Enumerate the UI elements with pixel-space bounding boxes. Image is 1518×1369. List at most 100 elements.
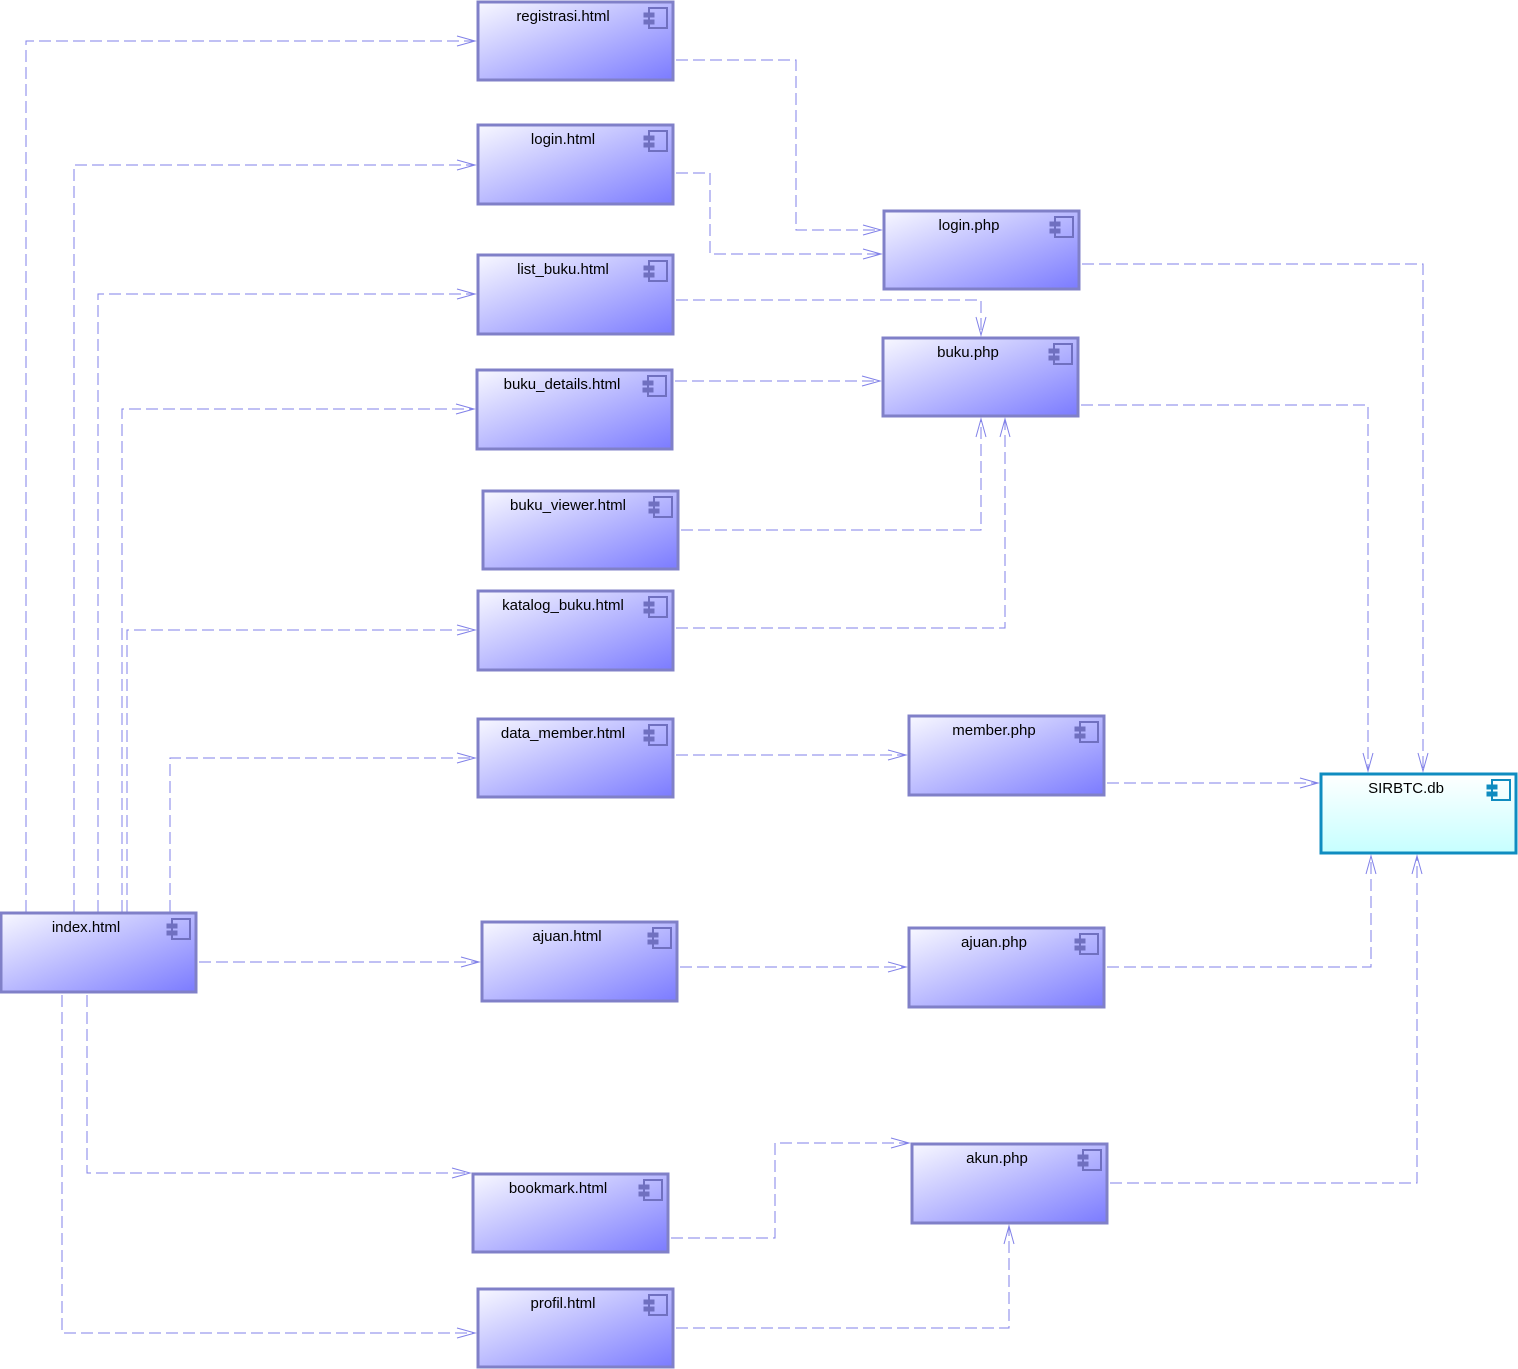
open-arrowhead-icon bbox=[975, 417, 987, 438]
open-arrowhead-icon bbox=[455, 403, 476, 415]
component-buku-details[interactable]: buku_details.html bbox=[475, 368, 674, 451]
component-icon bbox=[643, 130, 668, 152]
component-katalog-buku[interactable]: katalog_buku.html bbox=[476, 589, 675, 672]
dependency-line bbox=[121, 408, 474, 912]
component-label: ajuan.html bbox=[532, 928, 601, 945]
component-profil[interactable]: profil.html bbox=[476, 1287, 675, 1369]
dependency-index-to-katalog_buku bbox=[126, 624, 477, 912]
open-arrowhead-icon bbox=[862, 248, 883, 260]
component-login-html[interactable]: login.html bbox=[476, 123, 675, 206]
dependency-index-to-login_html bbox=[73, 159, 477, 912]
dependency-line bbox=[676, 172, 881, 255]
dependency-line bbox=[169, 757, 475, 912]
open-arrowhead-icon bbox=[456, 1327, 477, 1339]
dependency-line bbox=[676, 299, 982, 335]
component-index[interactable]: index.html bbox=[0, 911, 198, 994]
component-box bbox=[471, 1172, 670, 1254]
dependency-layer bbox=[25, 35, 1429, 1339]
dependency-line bbox=[1107, 856, 1372, 968]
component-icon bbox=[643, 724, 668, 746]
component-box bbox=[881, 336, 1080, 418]
dependency-line bbox=[25, 40, 475, 912]
dependency-index-to-ajuan_html bbox=[199, 956, 481, 968]
dependency-profil-to-akun_php bbox=[676, 1224, 1015, 1329]
component-akun-php[interactable]: akun.php bbox=[910, 1142, 1109, 1225]
open-arrowhead-icon bbox=[1299, 777, 1320, 789]
open-arrowhead-icon bbox=[887, 961, 908, 973]
open-arrowhead-icon bbox=[456, 288, 477, 300]
component-icon bbox=[647, 927, 672, 949]
open-arrowhead-icon bbox=[975, 316, 987, 337]
dependency-line bbox=[126, 629, 475, 912]
dependency-buku_details-to-buku_php bbox=[675, 375, 882, 387]
component-box bbox=[476, 0, 675, 82]
component-icon bbox=[1486, 779, 1511, 801]
dependency-akun_php-to-db bbox=[1110, 854, 1423, 1184]
dependency-line bbox=[681, 419, 982, 531]
open-arrowhead-icon bbox=[887, 749, 908, 761]
component-icon bbox=[1048, 343, 1073, 365]
open-arrowhead-icon bbox=[1365, 854, 1377, 875]
component-box bbox=[481, 489, 680, 571]
component-box bbox=[882, 209, 1081, 291]
open-arrowhead-icon bbox=[1003, 1224, 1015, 1245]
component-db[interactable]: SIRBTC.db bbox=[1319, 772, 1518, 855]
dependency-index-to-registrasi bbox=[25, 35, 477, 912]
dependency-data_member-to-member_php bbox=[676, 749, 908, 761]
component-label: login.html bbox=[531, 131, 595, 148]
component-ajuan-html[interactable]: ajuan.html bbox=[480, 920, 679, 1003]
dependency-bookmark-to-akun_php bbox=[671, 1137, 911, 1239]
dependency-ajuan_html-to-ajuan_php bbox=[680, 961, 908, 973]
component-buku-viewer[interactable]: buku_viewer.html bbox=[481, 489, 680, 571]
component-login-php[interactable]: login.php bbox=[882, 209, 1081, 291]
component-buku-php[interactable]: buku.php bbox=[881, 336, 1080, 418]
component-box bbox=[476, 1287, 675, 1369]
dependency-line bbox=[676, 419, 1006, 629]
component-data-member[interactable]: data_member.html bbox=[476, 717, 675, 799]
dependency-member_php-to-db bbox=[1107, 777, 1320, 789]
component-label: katalog_buku.html bbox=[502, 597, 624, 614]
component-box bbox=[0, 911, 198, 994]
open-arrowhead-icon bbox=[890, 1137, 911, 1149]
component-bookmark[interactable]: bookmark.html bbox=[471, 1172, 670, 1254]
open-arrowhead-icon bbox=[1411, 854, 1423, 875]
component-icon bbox=[1049, 216, 1074, 238]
component-box bbox=[907, 926, 1106, 1009]
open-arrowhead-icon bbox=[456, 752, 477, 764]
open-arrowhead-icon bbox=[456, 624, 477, 636]
dependency-line bbox=[671, 1142, 909, 1239]
component-icon bbox=[643, 596, 668, 618]
component-box bbox=[476, 253, 675, 336]
dependency-line bbox=[1110, 856, 1418, 1184]
component-ajuan-php[interactable]: ajuan.php bbox=[907, 926, 1106, 1009]
dependency-login_html-to-login_php bbox=[676, 172, 883, 260]
open-arrowhead-icon bbox=[456, 35, 477, 47]
dependency-line bbox=[86, 995, 470, 1174]
dependency-line bbox=[61, 995, 475, 1334]
component-label: index.html bbox=[52, 919, 120, 936]
dependency-registrasi-to-login_php bbox=[676, 59, 883, 236]
component-registrasi[interactable]: registrasi.html bbox=[476, 0, 675, 82]
component-label: login.php bbox=[939, 217, 1000, 234]
component-icon bbox=[643, 7, 668, 29]
dependency-list_buku-to-buku_php bbox=[676, 299, 987, 337]
dependency-index-to-profil bbox=[61, 995, 477, 1339]
component-list-buku[interactable]: list_buku.html bbox=[476, 253, 675, 336]
open-arrowhead-icon bbox=[460, 956, 481, 968]
component-box bbox=[907, 714, 1106, 797]
component-icon bbox=[1074, 933, 1099, 955]
component-label: buku_viewer.html bbox=[510, 497, 626, 514]
component-label: profil.html bbox=[530, 1295, 595, 1312]
component-label: bookmark.html bbox=[509, 1180, 607, 1197]
open-arrowhead-icon bbox=[862, 224, 883, 236]
open-arrowhead-icon bbox=[451, 1167, 472, 1179]
dependency-line bbox=[676, 59, 881, 231]
dependency-line bbox=[1082, 263, 1424, 771]
component-member-php[interactable]: member.php bbox=[907, 714, 1106, 797]
component-box bbox=[1319, 772, 1518, 855]
open-arrowhead-icon bbox=[861, 375, 882, 387]
component-label: akun.php bbox=[966, 1150, 1028, 1167]
dependency-buku_viewer-to-buku_php bbox=[681, 417, 987, 531]
component-label: list_buku.html bbox=[517, 261, 609, 278]
